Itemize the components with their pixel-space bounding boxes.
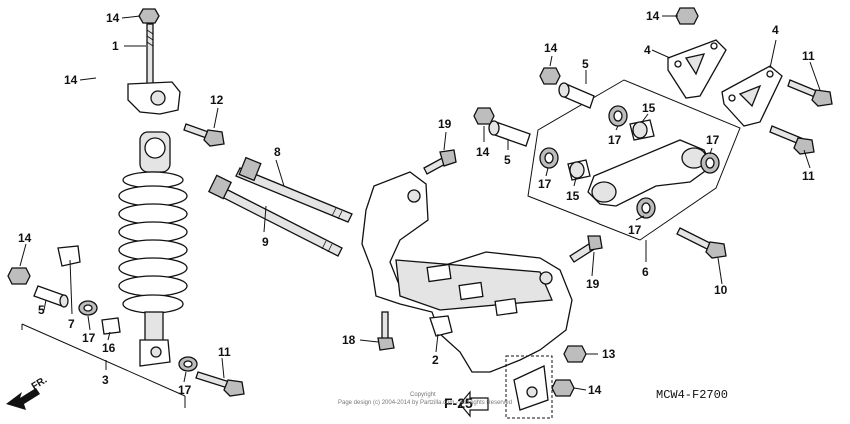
dust-seal-17b[interactable] — [178, 356, 198, 372]
collar-5-middle[interactable] — [488, 120, 531, 147]
collar-5-upper[interactable] — [558, 82, 595, 109]
shock-upper-bolt[interactable] — [146, 23, 154, 85]
callout-19-right: 19 — [586, 277, 600, 291]
callout-7: 7 — [68, 317, 75, 331]
callout-4-left: 4 — [644, 43, 651, 57]
link-collar-15a[interactable] — [567, 159, 591, 181]
callout-12: 12 — [210, 93, 224, 107]
bolt-12[interactable] — [183, 123, 225, 147]
callout-14-plate: 14 — [646, 9, 660, 23]
plate-4-left[interactable] — [667, 39, 727, 99]
nut-13[interactable] — [563, 345, 587, 363]
bolt-18[interactable] — [377, 311, 395, 351]
callout-17-link-top: 17 — [608, 133, 622, 147]
bolt-19-upper[interactable] — [423, 149, 457, 175]
link-bearing-17c[interactable] — [539, 147, 559, 169]
callout-5-upper: 5 — [582, 57, 589, 71]
shock-upper-mount[interactable] — [127, 81, 181, 115]
bolt-11-lower[interactable] — [195, 371, 245, 397]
callout-17-lower: 17 — [178, 383, 192, 397]
bolt-10[interactable] — [676, 227, 727, 259]
diagram-code: MCW4-F2700 — [656, 388, 728, 402]
front-marker-label: FR. — [30, 375, 50, 393]
callout-17-link-bottom: 17 — [628, 223, 642, 237]
callout-8: 8 — [274, 145, 281, 159]
callout-17-link-right: 17 — [706, 133, 720, 147]
rubber-sheet[interactable] — [57, 245, 81, 267]
link-bearing-17e[interactable] — [700, 152, 720, 174]
frame-crossmember[interactable] — [361, 171, 573, 373]
callout-13: 13 — [602, 347, 616, 361]
copyright-line-2: Page design (c) 2004-2014 by Partzilla.c… — [338, 400, 512, 406]
link-box-outline — [527, 79, 741, 241]
callout-14-upper: 14 — [64, 73, 78, 87]
nut-14-link-middle[interactable] — [473, 107, 495, 125]
callout-14-middle: 14 — [476, 145, 490, 159]
callout-16: 16 — [102, 341, 116, 355]
nut-14-lower[interactable] — [551, 379, 575, 397]
callout-5-left: 5 — [38, 303, 45, 317]
callout-3: 3 — [102, 373, 109, 387]
copyright-line-1: Copyright — [410, 392, 436, 398]
callout-15-upper: 15 — [642, 101, 656, 115]
leader-lines — [19, 15, 821, 391]
callout-11-lower-right: 11 — [802, 169, 815, 183]
bolt-11-lower-right[interactable] — [769, 125, 815, 155]
nut-14-plate[interactable] — [675, 7, 699, 25]
shock-absorber-body[interactable] — [118, 131, 188, 367]
assembly-3-bracket — [21, 323, 186, 408]
link-bearing-17f[interactable] — [636, 197, 656, 219]
detail-box — [505, 355, 553, 419]
bolt-11-upper-right[interactable] — [787, 79, 833, 107]
callout-17-left: 17 — [82, 331, 96, 345]
dust-seal-17a[interactable] — [78, 300, 98, 316]
callout-11-upper-right: 11 — [802, 49, 815, 63]
nut-14-link-upper[interactable] — [539, 67, 561, 85]
link-bearing-17d[interactable] — [608, 105, 628, 127]
front-arrow-icon — [6, 388, 40, 410]
shock-upper-nut[interactable] — [138, 8, 160, 24]
callout-18: 18 — [342, 333, 356, 347]
callout-14-lower: 14 — [588, 383, 602, 397]
callout-15-lower: 15 — [566, 189, 580, 203]
callout-2: 2 — [432, 353, 439, 367]
callout-6: 6 — [642, 265, 649, 279]
bush-16[interactable] — [101, 317, 121, 335]
shock-nut-left[interactable] — [7, 267, 31, 285]
callout-10: 10 — [714, 283, 728, 297]
callout-11-lower: 11 — [218, 345, 231, 359]
collar-left[interactable] — [33, 285, 69, 308]
plate-4-right[interactable] — [721, 65, 783, 127]
callout-17-link-left: 17 — [538, 177, 552, 191]
bolt-9[interactable] — [207, 174, 343, 257]
page-ref-arrow-icon — [459, 390, 489, 418]
callout-14-left: 14 — [18, 231, 32, 245]
bolt-19-right[interactable] — [569, 235, 603, 263]
page-reference[interactable]: F-25 — [444, 395, 473, 411]
link-arm[interactable] — [587, 139, 713, 207]
bolt-8[interactable] — [235, 156, 353, 223]
callout-14-shock-nut: 14 — [106, 11, 120, 25]
callout-4-right: 4 — [772, 23, 779, 37]
callout-14-link: 14 — [544, 41, 558, 55]
link-collar-15b[interactable] — [629, 119, 655, 141]
callout-1: 1 — [112, 39, 119, 53]
callout-19-upper: 19 — [438, 117, 452, 131]
callout-5-middle: 5 — [504, 153, 511, 167]
callout-9: 9 — [262, 235, 269, 249]
